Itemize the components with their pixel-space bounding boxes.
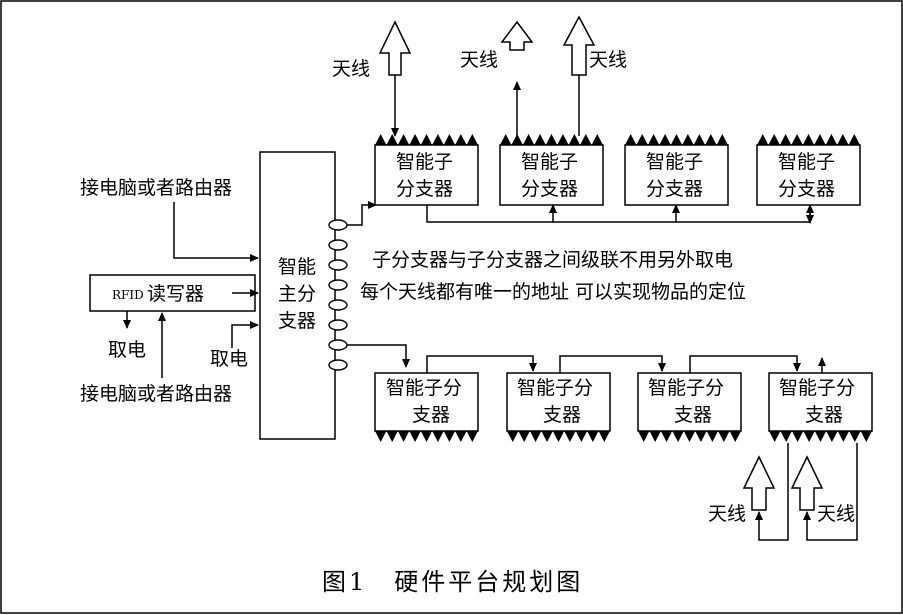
bottom-sub-splitter-1: 智能子分 支器 — [374, 372, 479, 432]
antenna-label-top-2: 天线 — [460, 49, 498, 71]
bottom-sub-splitter-3: 智能子分 支器 — [637, 372, 742, 432]
top-sub-splitter-1: 智能子 分支器 — [374, 144, 479, 206]
rfid-prefix: RFID — [112, 288, 144, 302]
svg-text:分支器: 分支器 — [778, 178, 835, 200]
antenna-label-bottom-2: 天线 — [817, 503, 855, 525]
antenna-top-2: 天线 — [460, 20, 534, 136]
bottom-sub-splitters: 智能子分 支器 智能子分 支器 智能子分 支器 智能子分 支器 — [374, 372, 873, 432]
bottom-sub-splitter-2: 智能子分 支器 — [506, 372, 611, 432]
bottom-splitter-teeth-2 — [507, 431, 610, 442]
antenna-bottom-1: 天线 — [708, 443, 789, 541]
computer-label-bottom: 接电脑或者路由器 — [80, 383, 232, 405]
svg-text:智能子分: 智能子分 — [648, 377, 724, 399]
top-sub-splitter-3: 智能子 分支器 — [624, 144, 729, 206]
svg-text:支器: 支器 — [412, 404, 450, 426]
svg-text:智能子: 智能子 — [396, 151, 453, 173]
svg-text:智能子分: 智能子分 — [386, 377, 462, 399]
bottom-splitter-teeth-4 — [769, 431, 872, 442]
bottom-cascade-1-2 — [426, 355, 537, 373]
power-label-main: 取电 — [210, 348, 248, 370]
antenna-label-bottom-1: 天线 — [708, 503, 746, 525]
antenna-top-1: 天线 — [332, 20, 412, 137]
svg-text:支器: 支器 — [805, 404, 843, 426]
top-splitter-teeth-4 — [757, 134, 860, 145]
antenna-top-3: 天线 — [562, 15, 627, 136]
rfid-reader: RFID 读写器 — [89, 274, 256, 312]
note-line2: 每个天线都有唯一的地址 可以实现物品的定位 — [360, 281, 746, 303]
figure-caption: 图1 硬件平台规划图 — [322, 568, 583, 596]
svg-text:支器: 支器 — [543, 404, 581, 426]
svg-text:智能子: 智能子 — [521, 151, 578, 173]
computer-to-main-connector — [173, 202, 259, 262]
main-splitter-line1: 智能 — [278, 256, 316, 278]
svg-text:分支器: 分支器 — [521, 178, 578, 200]
wire-main-to-top — [347, 201, 377, 226]
top-splitter-teeth-3 — [625, 134, 728, 145]
top-splitter-teeth-2 — [500, 134, 603, 145]
bottom-cascade-2-3 — [559, 355, 666, 373]
note-line1: 子分支器与子分支器之间级联不用另外取电 — [372, 249, 733, 271]
top-sub-splitter-2: 智能子 分支器 — [499, 144, 604, 206]
top-cascade-1-2 — [426, 204, 557, 223]
top-sub-splitter-4: 智能子 分支器 — [756, 144, 861, 206]
bottom-cascade-3-4 — [689, 355, 801, 373]
bottom-sub-splitter-4: 智能子分 支器 — [768, 372, 873, 432]
svg-text:智能子: 智能子 — [646, 151, 703, 173]
antenna-bottom-2: 天线 — [790, 443, 858, 541]
computer-label-top: 接电脑或者路由器 — [80, 177, 232, 199]
bottom-splitter-teeth-3 — [638, 431, 741, 442]
main-splitter-line2: 主分 — [278, 283, 316, 305]
top-cascade-3-4 — [676, 204, 814, 223]
main-splitter: 智能 主分 支器 — [259, 151, 336, 440]
svg-text:支器: 支器 — [674, 404, 712, 426]
antenna-label-top-3: 天线 — [589, 49, 627, 71]
top-splitter-teeth-1 — [375, 134, 478, 145]
svg-text:分支器: 分支器 — [396, 178, 453, 200]
svg-text:智能子分: 智能子分 — [779, 377, 855, 399]
main-power-connector — [231, 321, 259, 348]
antenna-port-teeth — [375, 134, 872, 442]
main-splitter-ports — [328, 219, 348, 371]
main-splitter-line3: 支器 — [278, 310, 316, 332]
svg-text:智能子: 智能子 — [778, 151, 835, 173]
bottom-splitter-teeth-1 — [375, 431, 478, 442]
svg-text:分支器: 分支器 — [646, 178, 703, 200]
top-sub-splitters: 智能子 分支器 智能子 分支器 智能子 分支器 智能子 分支器 — [374, 144, 861, 206]
wire-main-to-bottom — [347, 344, 410, 368]
power-label-rfid: 取电 — [108, 339, 146, 361]
top-cascade-2-3 — [553, 204, 680, 223]
antenna-label-top-1: 天线 — [332, 58, 370, 80]
svg-text:智能子分: 智能子分 — [517, 377, 593, 399]
rfid-name: 读写器 — [147, 283, 204, 305]
